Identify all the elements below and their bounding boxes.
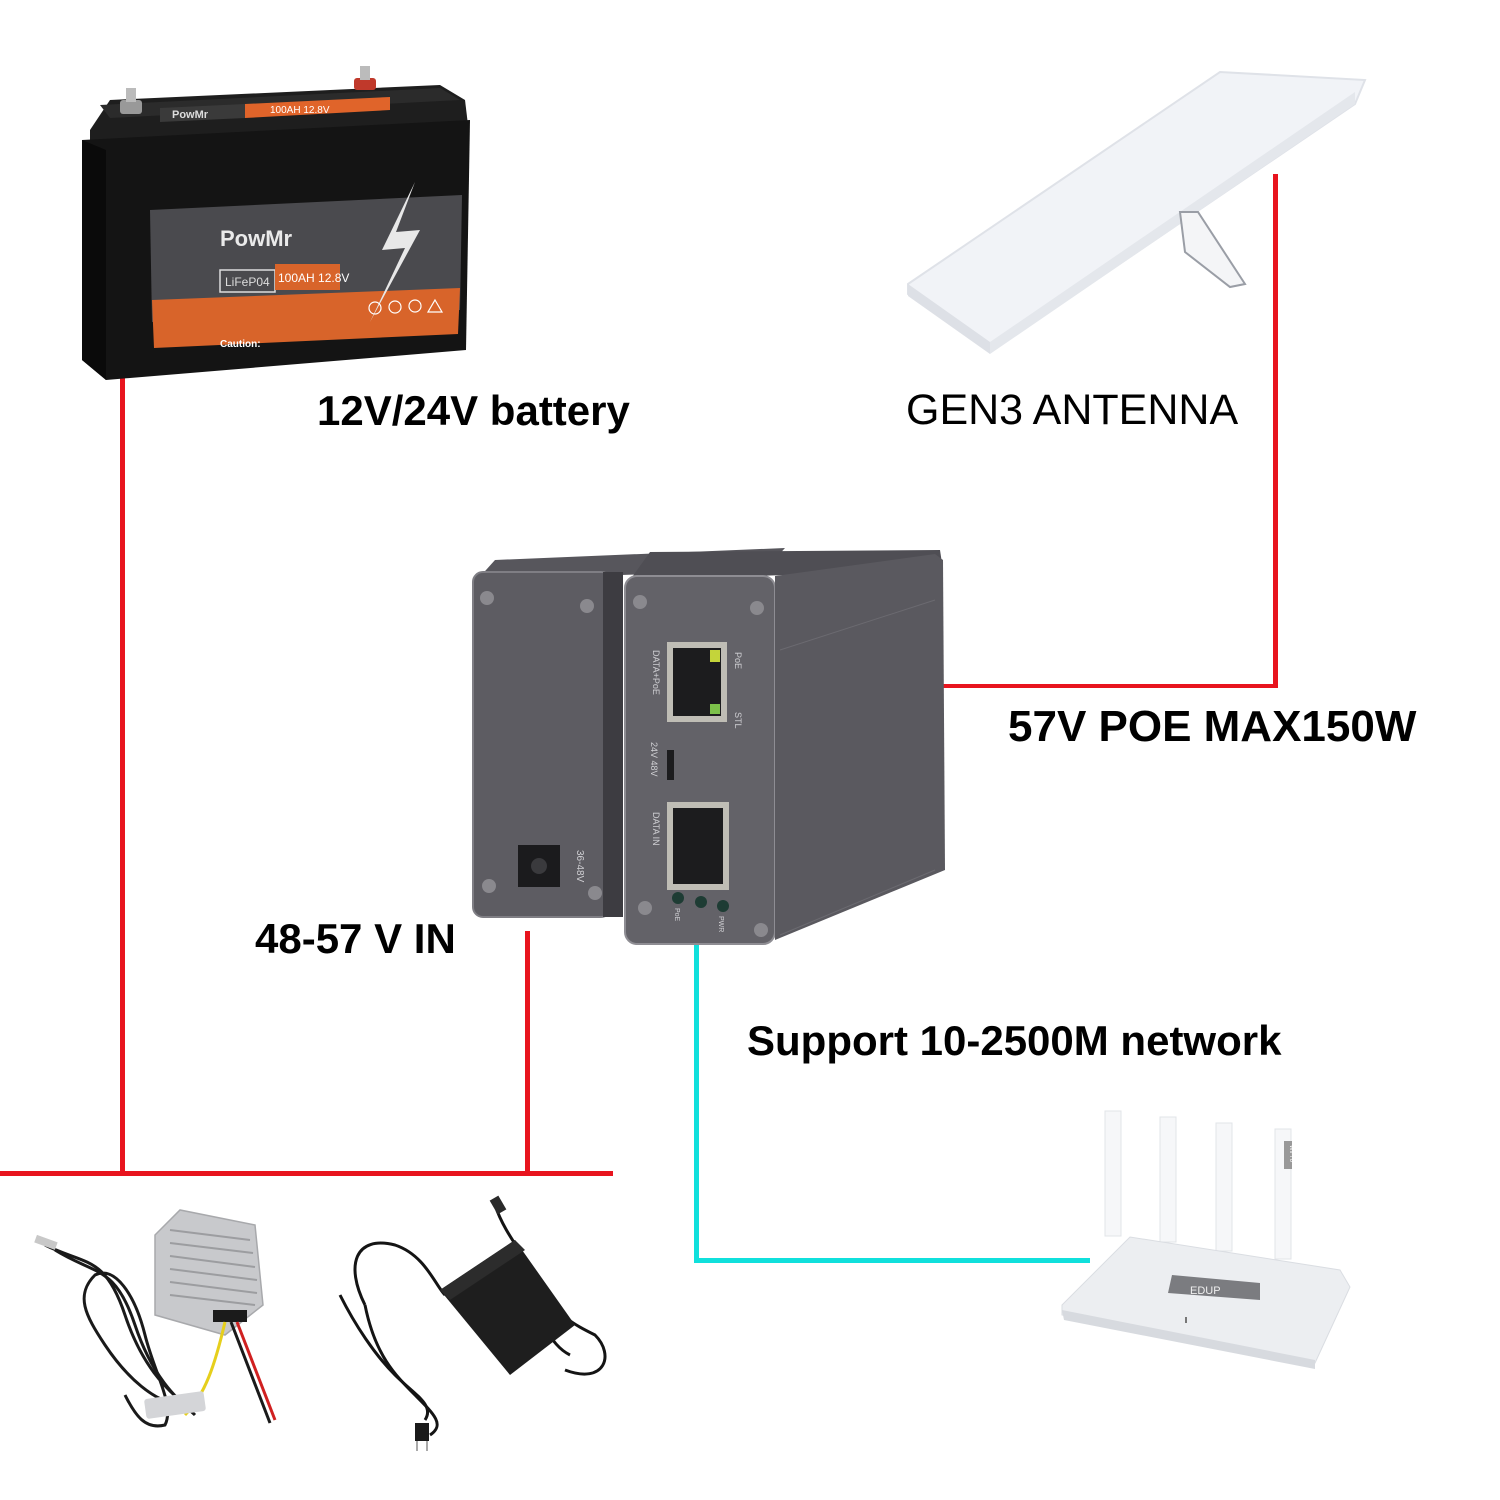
wifi6-badge [1284, 1141, 1292, 1169]
battery-brand: PowMr [220, 226, 293, 251]
antenna-stand [1178, 211, 1247, 289]
router-image: WiFi 6 EDUP [1061, 1110, 1351, 1369]
switch-label: 24V 48V [649, 742, 659, 777]
battery-terminal-negative [120, 88, 142, 114]
port-data-poe-label: DATA+PoE [651, 650, 661, 695]
battery-top-brand: PowMr [172, 109, 209, 121]
antenna-label: GEN3 ANTENNA [906, 386, 1239, 434]
voltage-selector-switch [667, 750, 674, 780]
led-stl-label: STL [733, 712, 743, 729]
poe-injector-image: 36-48V DATA+PoE PoE STL 24V 48V DATA IN … [472, 548, 945, 945]
battery-label: 12V/24V battery [317, 387, 630, 434]
ac-adapter-image [338, 1195, 607, 1451]
network-label: Support 10-2500M network [747, 1017, 1282, 1064]
power-bus-wire [0, 1171, 613, 1176]
router-antenna-badge: WiFi 6 [1288, 1145, 1294, 1163]
battery-warning-icons [368, 298, 444, 315]
rj45-port-data-poe [667, 642, 727, 722]
status-led-poe-label: PoE [673, 908, 680, 922]
router-brand: EDUP [1190, 1285, 1221, 1297]
dc-converter-image [34, 1209, 277, 1428]
battery-terminal-positive [354, 66, 376, 90]
battery-top-rating: 100AH 12.8V [270, 105, 330, 116]
battery-caution-label: Caution: [220, 339, 261, 350]
battery-chemistry: LiFeP04 [225, 275, 270, 289]
poe-output-label: 57V POE MAX150W [1008, 702, 1417, 751]
battery-power-wire [120, 362, 125, 1172]
router-antennas [1104, 1110, 1292, 1260]
status-led-pwr [717, 900, 729, 912]
rj45-port-data-in [667, 802, 729, 890]
led-poe-label: PoE [733, 652, 743, 669]
antenna-poe-wire-horizontal [739, 684, 1278, 688]
router-data-wire-horizontal [694, 1258, 1090, 1263]
battery-rating: 100AH 12.8V [278, 271, 349, 285]
antenna-poe-wire-vertical [1273, 174, 1278, 688]
battery-image: PowMr 100AH 12.8V PowMr LiFeP04 100AH 12… [82, 66, 470, 380]
router-data-wire-vertical [694, 900, 699, 1263]
port-data-in-label: DATA IN [651, 812, 661, 846]
status-led-poe [672, 892, 684, 904]
injector-power-wire [525, 931, 530, 1173]
router-logo-plate [1168, 1275, 1260, 1300]
status-led-pwr-label: PWR [717, 916, 724, 932]
dc-jack-label: 36-48V [574, 850, 585, 883]
voltage-in-label: 48-57 V IN [255, 915, 456, 962]
antenna-image [907, 70, 1367, 354]
status-led-dc [695, 896, 707, 908]
